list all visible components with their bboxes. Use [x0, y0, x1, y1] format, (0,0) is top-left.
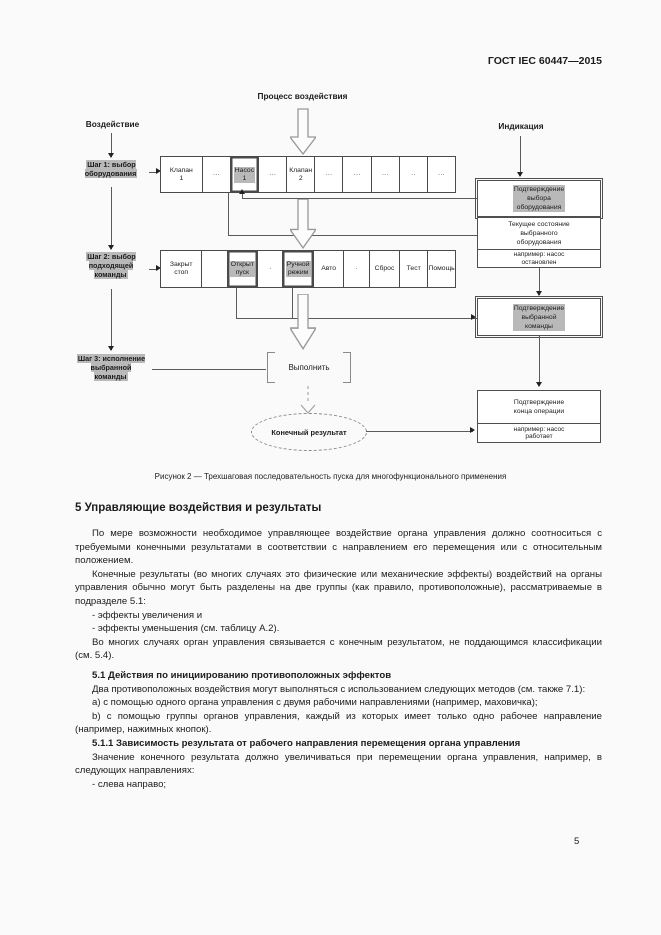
process-down-arrow-icon — [290, 294, 316, 350]
final-result-ellipse: Конечный результат — [251, 413, 367, 451]
process-label: Процесс воздействия — [257, 91, 348, 101]
list-item: b) с помощью группы органов управления, … — [75, 710, 602, 736]
current-state-text: Текущее состояние выбранного оборудовани… — [478, 218, 600, 250]
equipment-cell-selected: Насос 1 — [231, 157, 259, 192]
up-arrowhead-icon — [239, 189, 245, 194]
connector-line — [111, 133, 112, 157]
equipment-cell: ··· — [343, 157, 372, 192]
down-arrowhead-icon — [108, 346, 114, 351]
step1-label: Шаг 1: выбор оборудования — [84, 160, 138, 178]
confirm-end-text: Подтверждение конца операции — [478, 391, 600, 424]
command-cell: Помощь — [428, 265, 455, 272]
execute-label: Выполнить — [288, 363, 330, 372]
equipment-cell: ·· — [400, 157, 428, 192]
current-state-example: например: насос остановлен — [513, 251, 565, 266]
down-arrowhead-icon — [536, 382, 542, 387]
command-cell-selected: Ручной режим — [283, 251, 314, 287]
connector-line — [149, 269, 158, 270]
paragraph: По мере возможности необходимое управляю… — [75, 528, 602, 567]
connector-line — [228, 193, 229, 235]
connector-line — [539, 268, 540, 295]
list-item: - слева направо; — [92, 778, 167, 790]
action-label: Воздействие — [85, 119, 140, 129]
confirm-command-box: Подтверждение выбранной команды — [474, 295, 604, 339]
connector-line — [520, 136, 521, 176]
command-cell: Тест — [400, 251, 429, 287]
connector-line — [149, 172, 158, 173]
connector-line — [228, 235, 478, 236]
paragraph: Конечные результаты (во многих случаях э… — [75, 568, 602, 607]
confirm-end-box: Подтверждение конца операции например: н… — [477, 390, 601, 443]
subsection-heading: 5.1 Действия по инициированию противопол… — [92, 669, 392, 681]
equipment-cell: Клапан 1 — [161, 157, 203, 192]
paragraph: Два противоположных воздействия могут вы… — [92, 683, 586, 695]
command-row: Закрыт стоп Открыт пуск · Ручной режим А… — [160, 250, 456, 288]
figure-caption: Рисунок 2 — Трехшаговая последовательнос… — [154, 472, 507, 481]
text-body: 5 Управляющие воздействия и результаты П… — [75, 502, 602, 791]
command-cell: Сброс — [370, 251, 401, 287]
step2-label: Шаг 2: выбор подходящей команды — [86, 252, 136, 279]
page-number: 5 — [574, 836, 580, 847]
down-arrowhead-icon — [536, 291, 542, 296]
command-cell: · — [258, 251, 284, 287]
paragraph: Во многих случаях орган управления связы… — [75, 636, 602, 662]
command-cell-selected: Открыт пуск — [228, 251, 259, 287]
equipment-cell: ··· — [315, 157, 344, 192]
down-arrowhead-icon — [108, 245, 114, 250]
connector-line — [242, 193, 243, 198]
command-cell: Авто — [314, 251, 345, 287]
connector-line — [152, 369, 266, 370]
dashed-down-arrow-icon — [300, 386, 316, 414]
right-arrowhead-icon — [156, 168, 161, 174]
connector-line — [111, 289, 112, 350]
section-heading: 5 Управляющие воздействия и результаты — [75, 502, 322, 514]
equipment-cell: Клапан 2 — [287, 157, 316, 192]
execute-box: Выполнить — [267, 352, 351, 383]
equipment-cell: ··· — [438, 170, 445, 178]
equipment-cell: ··· — [259, 157, 288, 192]
equipment-cell: ··· — [203, 157, 231, 192]
right-arrowhead-icon — [470, 427, 475, 433]
connector-line — [236, 318, 478, 319]
step3-label: Шаг 3: исполнение выбранной команды — [76, 354, 146, 381]
right-arrowhead-icon — [156, 265, 161, 271]
command-cell — [202, 251, 228, 287]
command-cell: · — [344, 251, 370, 287]
confirm-selection-box: Подтверждение выбора оборудования — [474, 177, 604, 220]
indication-label: Индикация — [498, 121, 544, 131]
list-item: - эффекты уменьшения (см. таблицу А.2). — [92, 623, 280, 635]
figure-diagram: Процесс воздействия Воздействие Индикаци… — [76, 91, 604, 481]
final-result-label: Конечный результат — [271, 427, 347, 437]
process-down-arrow-icon — [290, 108, 316, 156]
down-arrowhead-icon — [517, 172, 523, 177]
document-number: ГОСТ IEC 60447—2015 — [487, 55, 602, 67]
equipment-row: Клапан 1 ··· Насос 1 ··· Клапан 2 ··· ··… — [160, 156, 456, 193]
connector-line — [242, 198, 478, 199]
paragraph: Значение конечного результата должно уве… — [75, 751, 602, 777]
current-state-box: Текущее состояние выбранного оборудовани… — [477, 217, 601, 268]
down-arrowhead-icon — [108, 153, 114, 158]
connector-line — [111, 187, 112, 249]
command-cell: Закрыт стоп — [161, 251, 203, 287]
connector-line — [366, 431, 473, 432]
connector-line — [236, 288, 237, 318]
confirm-end-example: например: насос работает — [513, 425, 565, 441]
right-arrowhead-icon — [471, 314, 476, 320]
equipment-cell: ··· — [372, 157, 400, 192]
connector-line — [292, 288, 293, 318]
subsection-heading: 5.1.1 Зависимость результата от рабочего… — [92, 737, 521, 749]
list-item: a) с помощью одного органа управления с … — [92, 697, 538, 709]
process-down-arrow-icon — [290, 199, 316, 249]
list-item: - эффекты увеличения и — [92, 609, 203, 621]
connector-line — [539, 336, 540, 386]
